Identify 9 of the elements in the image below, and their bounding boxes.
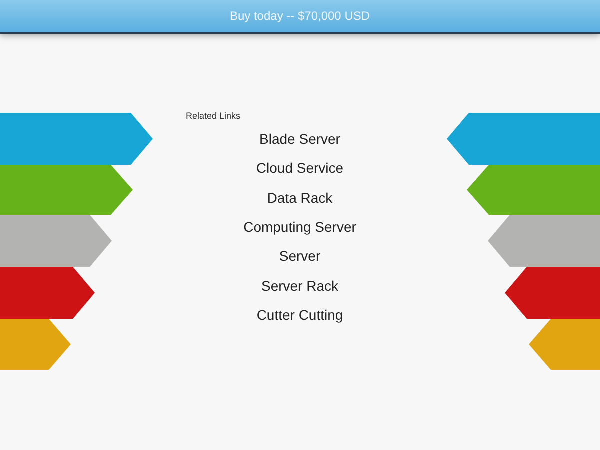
section-heading: Related Links	[186, 111, 241, 121]
link: Computing Server	[244, 218, 356, 235]
sale-notice: Buy today -- $70,000 USD	[230, 9, 370, 23]
link: Cloud Service	[256, 160, 344, 176]
link: Server	[279, 248, 321, 264]
link: Cutter Cutting	[256, 306, 344, 323]
link: Server Rack	[261, 278, 339, 294]
link: Blade Server	[260, 131, 340, 147]
link: Data Rack	[267, 190, 333, 206]
